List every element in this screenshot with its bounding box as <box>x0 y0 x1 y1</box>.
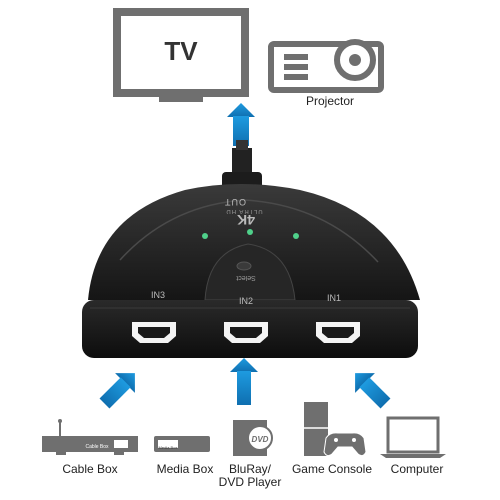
computer-label: Computer <box>390 462 444 476</box>
bluray-dvd-player-icon <box>233 420 273 456</box>
hdmi-switch <box>82 184 420 358</box>
media-box-icon <box>154 436 210 452</box>
media-box-label: Media Box <box>156 462 214 476</box>
hdmi-port-in2 <box>224 322 268 343</box>
led-indicator <box>202 233 208 239</box>
cable-box-screen-text: Cable Box <box>85 444 109 450</box>
arrow-input-left-icon <box>99 373 135 409</box>
arrow-up-output-icon <box>227 103 255 146</box>
led-indicator <box>293 233 299 239</box>
tv-label: TV <box>164 36 198 66</box>
arrow-input-center-icon <box>230 358 258 405</box>
projector-label: Projector <box>305 94 355 108</box>
bluray-label-line2: DVD Player <box>218 475 282 489</box>
select-button[interactable] <box>236 261 252 271</box>
port-label-in3: IN3 <box>150 290 165 300</box>
game-console-icon <box>304 402 367 457</box>
dvd-disc-text: DVD <box>251 435 269 444</box>
bluray-label-line1: BluRay/ <box>228 462 272 476</box>
arrow-input-right-icon <box>355 373 391 409</box>
brand-ultrahd-label: ULTRA HD <box>225 208 263 214</box>
game-console-label: Game Console <box>291 462 373 476</box>
port-label-in2: IN2 <box>238 296 253 306</box>
hdmi-port-in3 <box>132 322 176 343</box>
cable-box-label: Cable Box <box>62 462 118 476</box>
media-box-screen-text: Media Box <box>158 445 178 450</box>
tv-icon <box>113 8 249 102</box>
hdmi-port-in1 <box>316 322 360 343</box>
port-label-in1: IN1 <box>326 293 341 303</box>
projector-icon <box>268 39 384 93</box>
computer-icon <box>380 416 446 458</box>
cable-box-icon <box>42 419 138 455</box>
led-indicator <box>247 229 253 235</box>
select-label: Select <box>236 274 256 281</box>
